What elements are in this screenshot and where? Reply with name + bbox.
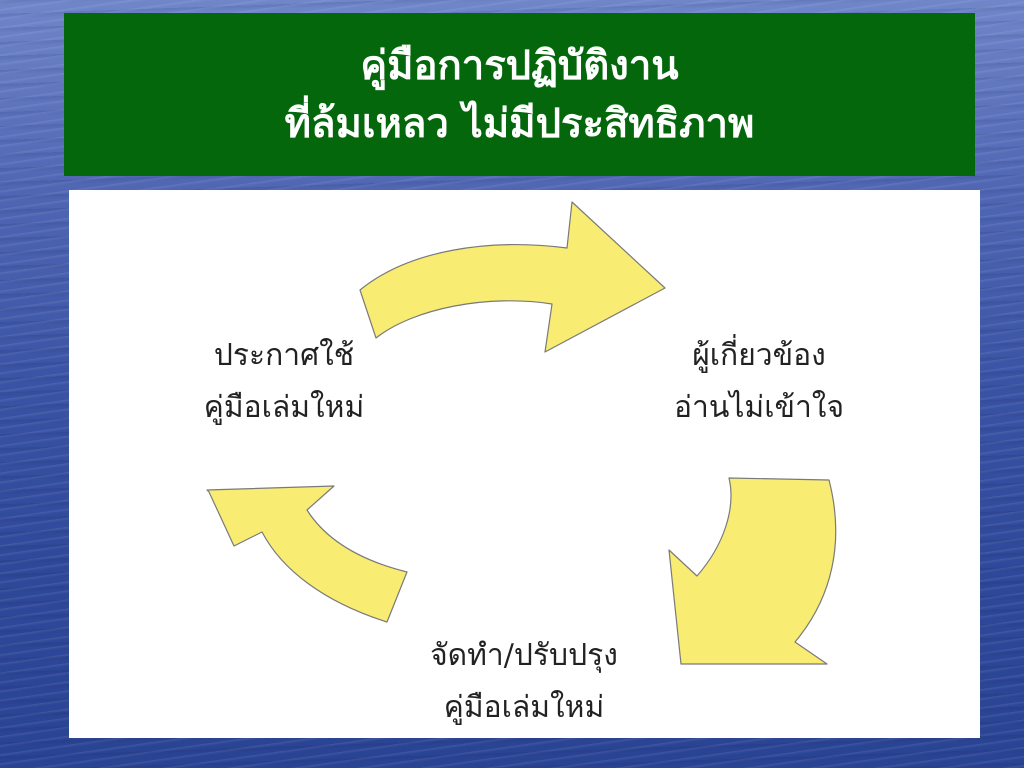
- node-revise: จัดทำ/ปรับปรุง คู่มือเล่มใหม่: [384, 630, 664, 734]
- node-revise-line1: จัดทำ/ปรับปรุง: [430, 638, 618, 673]
- node-not-understood-line1: ผู้เกี่ยวข้อง: [692, 338, 826, 373]
- node-announce-line2: คู่มือเล่มใหม่: [203, 390, 365, 425]
- node-not-understood-line2: อ่านไม่เข้าใจ: [673, 390, 845, 425]
- arrow-left: [206, 485, 408, 623]
- node-not-understood: ผู้เกี่ยวข้อง อ่านไม่เข้าใจ: [629, 330, 889, 434]
- slide-title: คู่มือการปฏิบัติงาน ที่ล้มเหลว ไม่มีประส…: [64, 13, 975, 176]
- cycle-arrows: [206, 201, 837, 665]
- title-line-2: ที่ล้มเหลว ไม่มีประสิทธิภาพ: [284, 100, 755, 147]
- page-number: 6: [948, 724, 957, 741]
- node-announce: ประกาศใช้ คู่มือเล่มใหม่: [164, 330, 404, 434]
- node-announce-line1: ประกาศใช้: [213, 338, 355, 373]
- arrow-top: [359, 201, 666, 353]
- arrow-right: [668, 477, 837, 665]
- title-line-1: คู่มือการปฏิบัติงาน: [360, 42, 679, 89]
- node-revise-line2: คู่มือเล่มใหม่: [443, 690, 605, 725]
- cycle-diagram: ประกาศใช้ คู่มือเล่มใหม่ ผู้เกี่ยวข้อง อ…: [69, 190, 980, 738]
